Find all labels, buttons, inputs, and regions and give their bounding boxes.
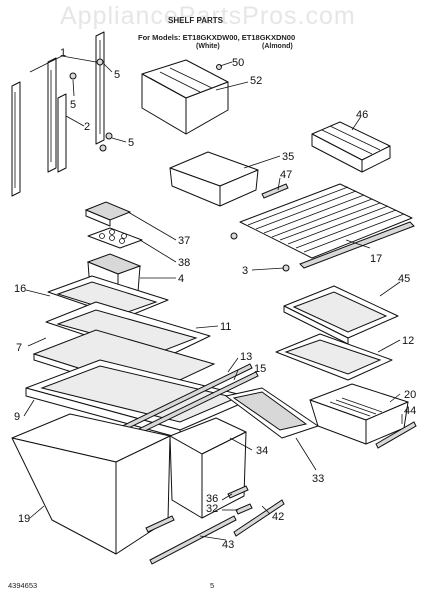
callout-45: 45 <box>398 273 410 285</box>
screw-parts <box>69 58 113 152</box>
callout-17: 17 <box>370 253 382 265</box>
callout-9: 9 <box>14 411 20 423</box>
egg-tray <box>87 227 143 249</box>
callout-44: 44 <box>404 405 416 417</box>
callout-43: 43 <box>222 539 234 551</box>
callout-16: 16 <box>14 283 26 295</box>
crisper-pan-large <box>11 413 247 555</box>
callout-46: 46 <box>356 109 368 121</box>
callout-12: 12 <box>402 335 414 347</box>
color-white-label: (White) <box>196 43 220 50</box>
callout-33: 33 <box>312 473 324 485</box>
crisper-drawer-right <box>309 383 409 445</box>
callout-13: 13 <box>240 351 252 363</box>
callout-19: 19 <box>18 513 30 525</box>
shelf-rod <box>261 183 289 199</box>
callout-38: 38 <box>178 257 190 269</box>
callout-5-c: 5 <box>128 137 134 149</box>
leader-lines <box>23 55 403 541</box>
callout-52: 52 <box>250 75 262 87</box>
crisper-shelf-right <box>275 333 393 381</box>
part-number-footer: 4394653 <box>8 581 38 590</box>
color-almond-label: (Almond) <box>262 43 293 50</box>
shelf-frame-top <box>47 275 169 319</box>
callout-35: 35 <box>282 151 294 163</box>
callout-50: 50 <box>232 57 244 69</box>
callout-2: 2 <box>84 121 90 133</box>
callout-7: 7 <box>16 342 22 354</box>
callout-37: 37 <box>178 235 190 247</box>
callout-42: 42 <box>272 511 284 523</box>
crisper-cover-frame <box>25 359 255 439</box>
ice-cube-tray <box>311 121 391 173</box>
drawer-rod <box>375 421 417 449</box>
glass-shelf-left <box>32 301 216 399</box>
page-number: 5 <box>210 581 215 590</box>
drawer-slide <box>225 387 319 439</box>
deli-drawer-cover <box>141 59 229 135</box>
dairy-lid <box>84 201 132 227</box>
shelf-rail-1 <box>11 57 57 197</box>
callout-47: 47 <box>280 169 292 181</box>
glass-shelf-right <box>283 285 399 345</box>
callout-4: 4 <box>178 273 184 285</box>
small-hardware <box>145 485 285 565</box>
callout-5-b: 5 <box>70 99 76 111</box>
watermark: AppliancePartsPros.com <box>60 2 356 30</box>
callout-15: 15 <box>254 363 266 375</box>
diagram-title: SHELF PARTS <box>168 16 223 25</box>
callout-5-a: 5 <box>114 69 120 81</box>
callout-32: 32 <box>206 503 218 515</box>
callout-11: 11 <box>220 321 231 333</box>
callout-36: 36 <box>206 493 218 505</box>
trim-strips <box>109 363 259 445</box>
model-numbers: For Models: ET18GKXDW00, ET18GKXDN00 <box>138 33 296 42</box>
wire-shelf <box>230 183 415 272</box>
callout-20: 20 <box>404 389 416 401</box>
callout-34: 34 <box>256 445 268 457</box>
callout-1: 1 <box>60 47 66 59</box>
callout-3: 3 <box>242 265 248 277</box>
small-pan <box>169 151 259 207</box>
